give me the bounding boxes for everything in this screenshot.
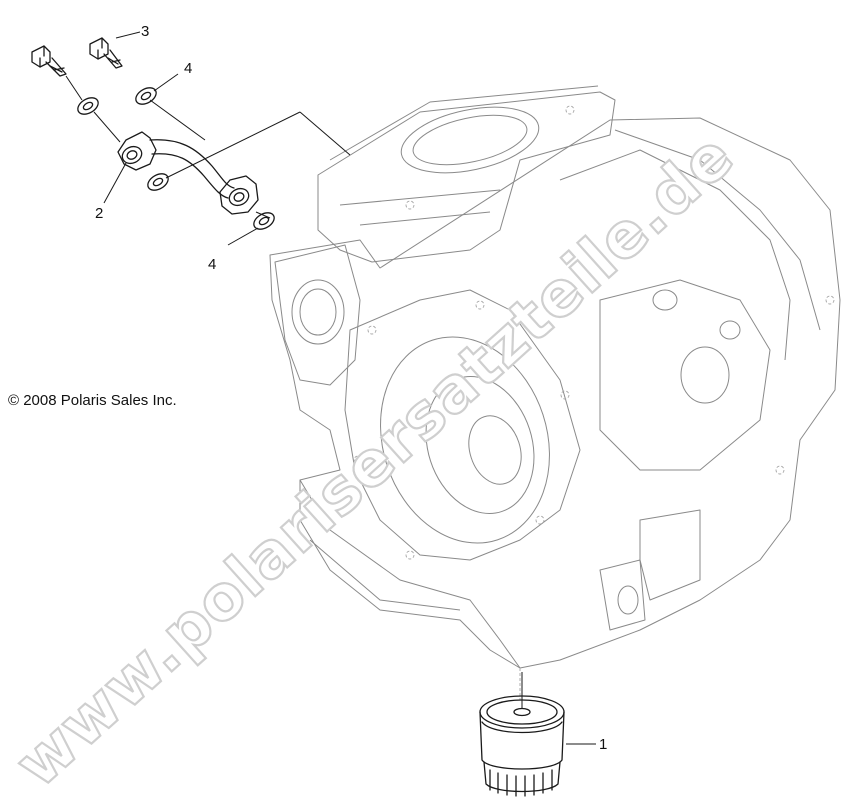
assembly-lines xyxy=(65,75,351,219)
callout-2: 2 xyxy=(95,205,103,222)
washer-lower xyxy=(253,212,275,230)
callout-1: 1 xyxy=(599,736,607,753)
copyright-notice: © 2008 Polaris Sales Inc. xyxy=(8,392,177,409)
watermark: www.polarisersatzteile.de xyxy=(1,119,747,801)
washer-mid xyxy=(147,173,169,191)
callout-3: 3 xyxy=(141,23,149,40)
oil-line xyxy=(117,131,259,215)
callout-4-upper: 4 xyxy=(184,60,192,77)
engine-outline xyxy=(269,85,841,700)
callout-leaders xyxy=(103,31,596,745)
banjo-bolt-left xyxy=(31,45,67,77)
callout-4-lower: 4 xyxy=(208,256,216,273)
washer-upper-left xyxy=(77,97,99,115)
banjo-bolt-right xyxy=(89,37,123,69)
oil-filter xyxy=(479,672,565,797)
